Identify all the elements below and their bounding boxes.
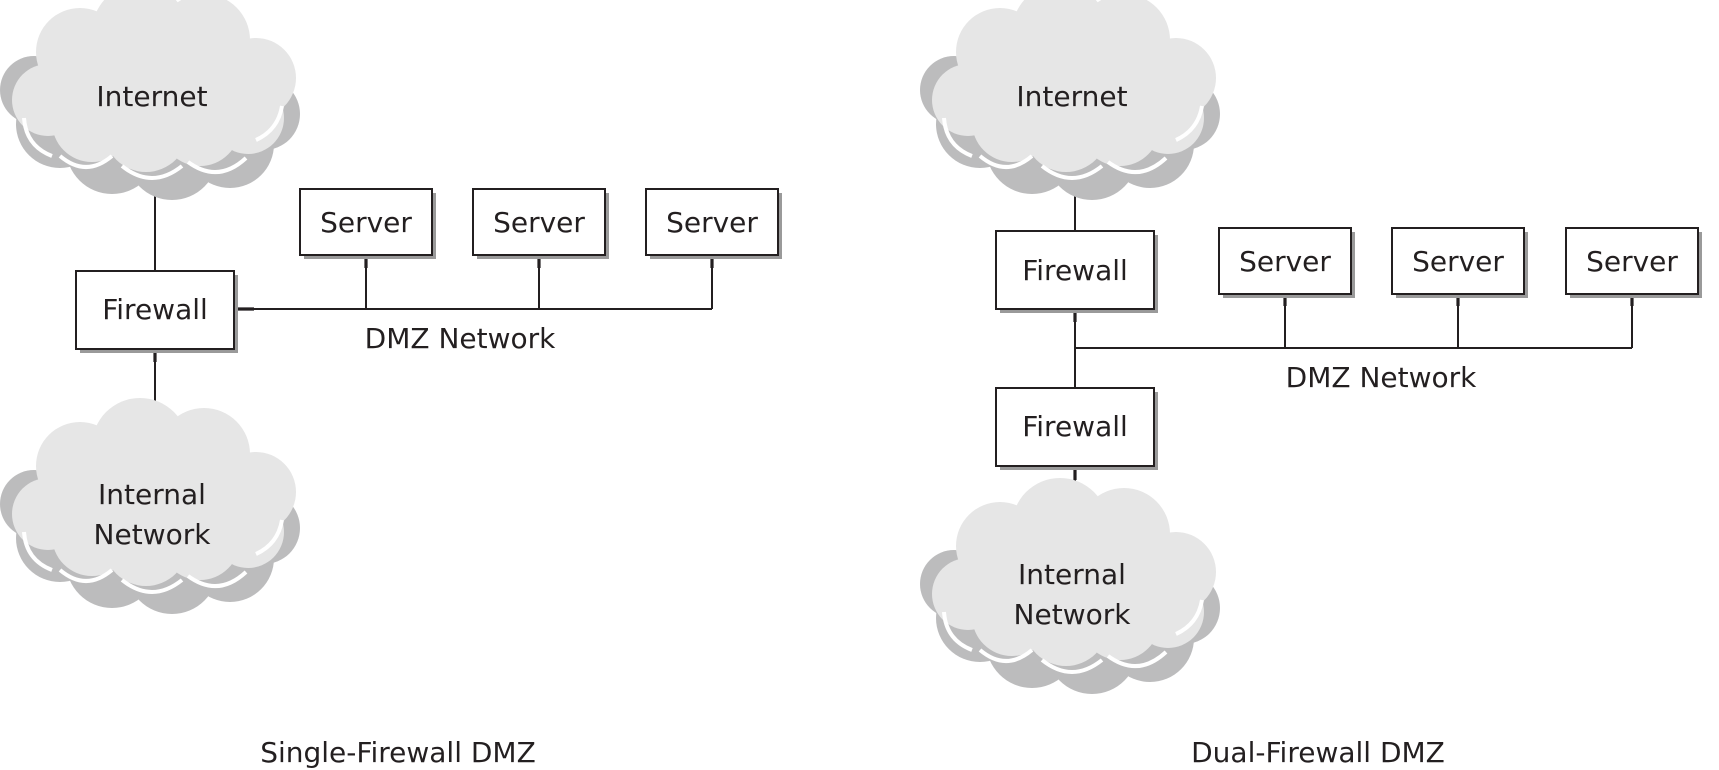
firewall-label: Firewall xyxy=(102,293,208,326)
server-box-2: Server xyxy=(472,188,609,259)
inner-firewall-box: Firewall xyxy=(995,387,1158,470)
server-label: Server xyxy=(320,206,412,239)
server-label: Server xyxy=(1412,245,1504,278)
firewall-label: Firewall xyxy=(1022,254,1128,287)
firewall-label: Firewall xyxy=(1022,410,1128,443)
dual-firewall-dmz: Internet Firewall Firewall Server Server… xyxy=(918,0,1702,769)
single-firewall-caption: Single-Firewall DMZ xyxy=(260,736,536,769)
server-box-1: Server xyxy=(1218,227,1355,298)
server-label: Server xyxy=(1239,245,1331,278)
internal-network-label-line1: Internal xyxy=(98,478,206,511)
server-box-3: Server xyxy=(645,188,782,259)
dmz-network-label: DMZ Network xyxy=(365,322,556,355)
outer-firewall-box: Firewall xyxy=(995,230,1158,313)
internal-network-label-line2: Network xyxy=(1014,598,1132,631)
firewall-box: Firewall xyxy=(75,270,238,353)
dual-firewall-caption: Dual-Firewall DMZ xyxy=(1191,736,1445,769)
server-box-1: Server xyxy=(299,188,436,259)
internet-cloud: Internet xyxy=(0,0,302,202)
server-label: Server xyxy=(666,206,758,239)
internet-label: Internet xyxy=(96,80,207,113)
internal-network-cloud: Internal Network xyxy=(0,396,302,616)
single-firewall-dmz: Internet Firewall Server Server Server D… xyxy=(0,0,782,769)
internal-network-cloud: Internal Network xyxy=(918,476,1222,696)
dual-connectors xyxy=(1073,176,1634,506)
internet-cloud: Internet xyxy=(918,0,1222,202)
dmz-network-label: DMZ Network xyxy=(1286,361,1477,394)
server-box-3: Server xyxy=(1565,227,1702,298)
internal-network-label-line2: Network xyxy=(94,518,212,551)
server-label: Server xyxy=(493,206,585,239)
server-label: Server xyxy=(1586,245,1678,278)
server-box-2: Server xyxy=(1391,227,1528,298)
internal-network-label-line1: Internal xyxy=(1018,558,1126,591)
internet-label: Internet xyxy=(1016,80,1127,113)
